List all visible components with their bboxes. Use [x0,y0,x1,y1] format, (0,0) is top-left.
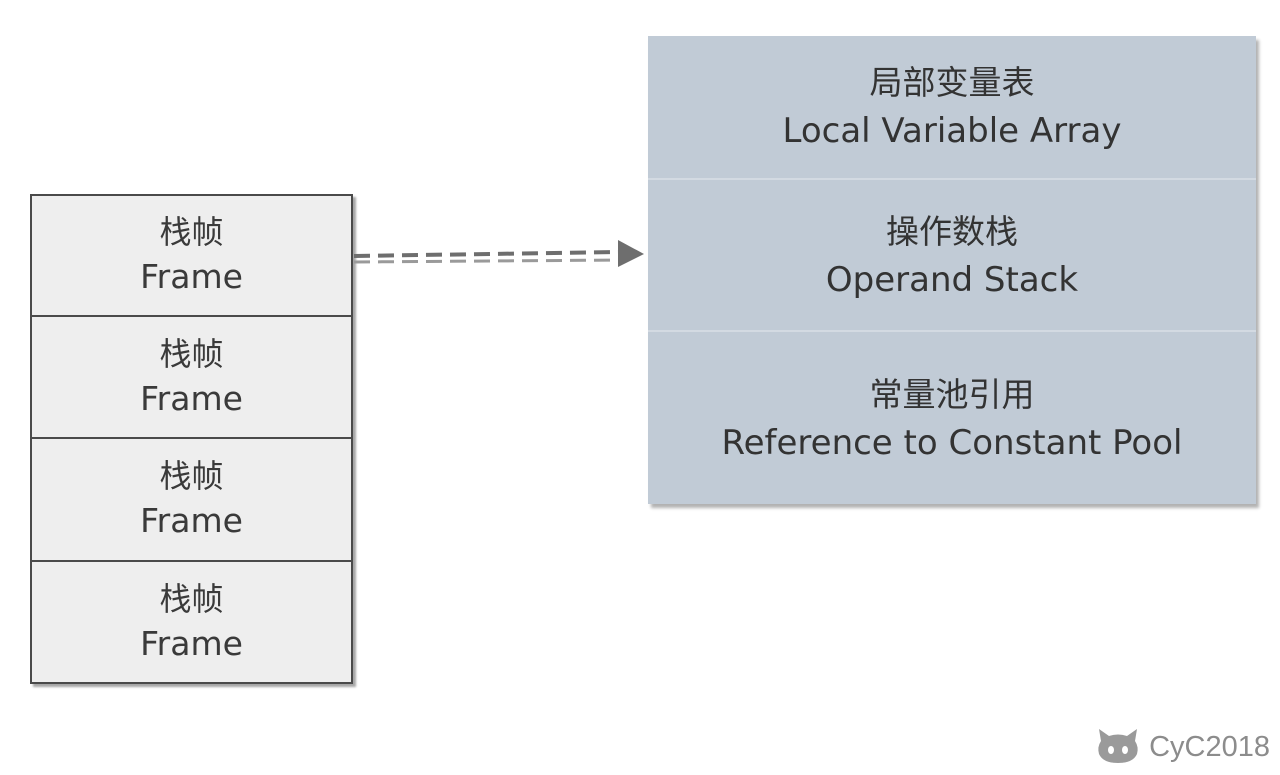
stack-frame: 栈帧 Frame [30,439,353,562]
frame-stack: 栈帧 Frame 栈帧 Frame 栈帧 Frame 栈帧 Frame [30,194,353,684]
watermark-text: CyC2018 [1149,730,1270,763]
frame-label-cn: 栈帧 [159,457,224,496]
frame-label-cn: 栈帧 [159,579,224,618]
local-variable-array-section: 局部变量表 Local Variable Array [648,36,1256,178]
constant-pool-reference-label-en: Reference to Constant Pool [721,423,1183,463]
operand-stack-section: 操作数栈 Operand Stack [648,178,1256,332]
stack-frame: 栈帧 Frame [30,561,353,684]
arrow-line-upper [353,250,623,258]
frame-label-en: Frame [140,257,243,297]
operand-stack-label-en: Operand Stack [825,260,1079,300]
stack-frame: 栈帧 Frame [30,194,353,317]
local-variable-array-label-cn: 局部变量表 [869,63,1035,102]
constant-pool-reference-label-cn: 常量池引用 [869,375,1035,414]
frame-label-en: Frame [140,623,243,663]
frame-label-en: Frame [140,501,243,541]
github-octocat-icon [1098,729,1138,763]
local-variable-array-label-en: Local Variable Array [782,111,1122,151]
watermark: CyC2018 [1095,727,1270,767]
stack-frame: 栈帧 Frame [30,316,353,439]
operand-stack-label-cn: 操作数栈 [886,212,1018,251]
dashed-arrow [353,240,644,267]
frame-detail-box: 局部变量表 Local Variable Array 操作数栈 Operand … [648,36,1256,504]
frame-label-en: Frame [140,378,243,418]
frame-label-cn: 栈帧 [159,334,224,373]
frame-label-cn: 栈帧 [159,213,224,252]
constant-pool-reference-section: 常量池引用 Reference to Constant Pool [648,330,1256,506]
arrow-head [618,240,644,267]
arrow-line-lower [353,258,623,264]
